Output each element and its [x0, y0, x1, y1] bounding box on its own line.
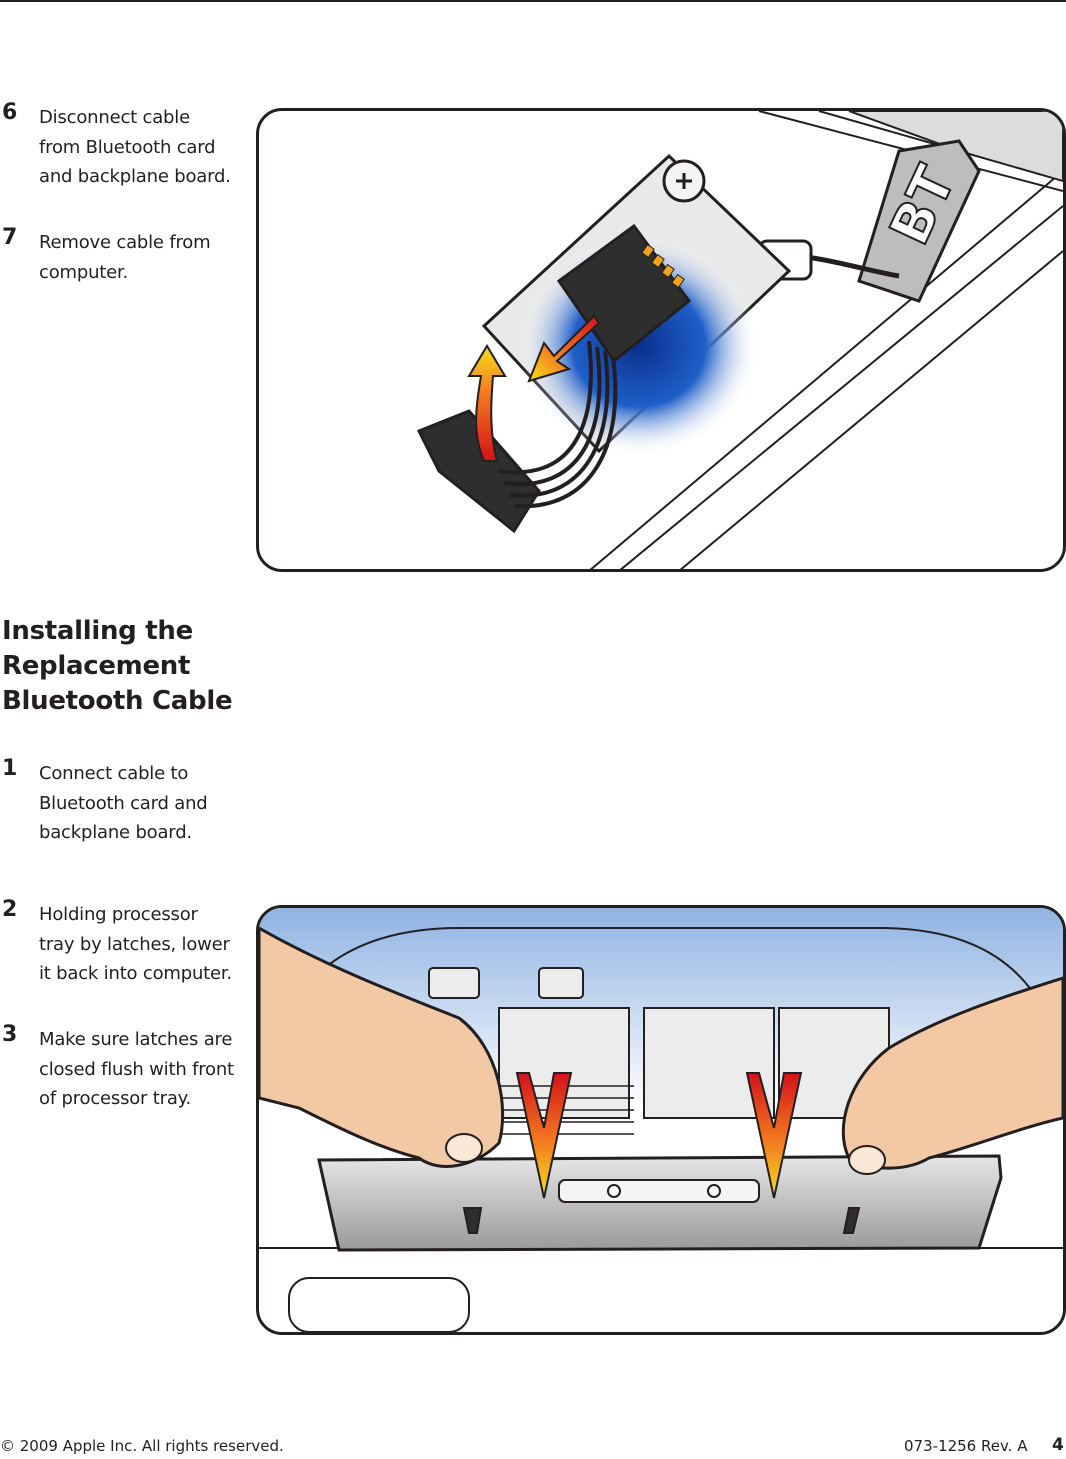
- connector-pins: [641, 243, 685, 289]
- top-rule: [0, 0, 1066, 2]
- section-title: Installing the Replacement Bluetooth Cab…: [2, 616, 233, 716]
- lift-arrow-icon: [467, 344, 507, 462]
- step-number: 1: [2, 756, 18, 781]
- step-text: Connect cable to Bluetooth card and back…: [39, 763, 208, 843]
- processor-tray-illustration: [256, 905, 1066, 1335]
- cable-bracket: [416, 409, 541, 534]
- step-number: 3: [2, 1022, 18, 1047]
- left-hand: [259, 926, 505, 1168]
- tray-handle: [558, 1179, 760, 1203]
- left-latch-icon: [462, 1207, 483, 1234]
- lower-arrow-right-icon: [745, 1072, 803, 1199]
- disconnect-arrow-icon: [527, 314, 601, 383]
- left-thumbnail: [445, 1133, 483, 1163]
- lower-bay: [288, 1277, 470, 1332]
- step-number: 6: [2, 100, 18, 125]
- step-number: 2: [2, 897, 18, 922]
- step-number: 7: [2, 225, 18, 250]
- step-text: Remove cable from computer.: [39, 232, 211, 283]
- bt-cable-tag: BT: [857, 139, 981, 303]
- heatsinks: [428, 967, 890, 1119]
- bluetooth-cable: [498, 340, 618, 509]
- bluetooth-card-drawing: BT: [416, 111, 1063, 569]
- tray-screw-right: [707, 1184, 721, 1198]
- step-text: Make sure latches are closed flush with …: [39, 1029, 234, 1109]
- right-latch-icon: [842, 1207, 861, 1234]
- right-thumbnail: [848, 1145, 886, 1175]
- footer-copyright: © 2009 Apple Inc. All rights reserved.: [0, 1437, 284, 1455]
- tray-screw-left: [607, 1184, 621, 1198]
- screw-slot: [676, 173, 692, 189]
- step-text: Holding processor tray by latches, lower…: [39, 904, 232, 984]
- right-hand: [841, 976, 1063, 1170]
- bluetooth-card-illustration: BT: [256, 108, 1066, 572]
- lower-arrow-left-icon: [515, 1072, 573, 1199]
- footer-revision: 073-1256 Rev. A: [904, 1437, 1028, 1455]
- page-number: 4: [1052, 1435, 1064, 1455]
- processor-tray-drawing: [259, 908, 1063, 1332]
- step-text: Disconnect cable from Bluetooth card and…: [39, 107, 231, 187]
